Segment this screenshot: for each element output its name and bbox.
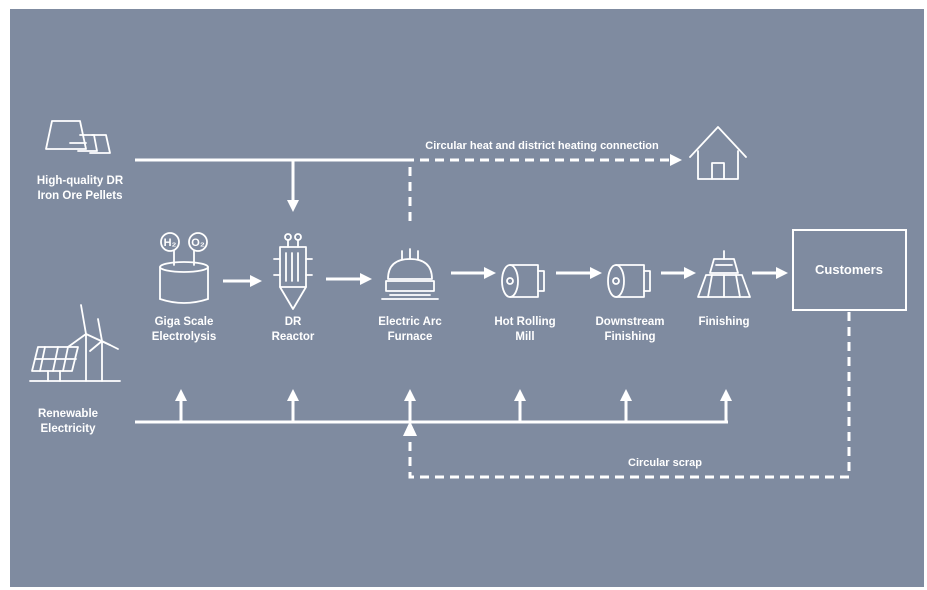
furnace-label-line1: Electric Arc bbox=[378, 316, 442, 328]
scrap-label: Circular scrap bbox=[628, 457, 702, 469]
iron-ore-pellets-icon bbox=[45, 120, 111, 154]
arc-furnace-icon bbox=[381, 248, 439, 300]
hot-rolling-label-line1: Hot Rolling bbox=[494, 316, 555, 328]
heat-connection-label: Circular heat and district heating conne… bbox=[425, 140, 659, 152]
house-icon bbox=[689, 126, 747, 180]
downstream-label-line1: Downstream bbox=[595, 316, 664, 328]
electrolysis-label-line1: Giga Scale bbox=[155, 316, 214, 328]
electrolyzer-tank-icon bbox=[159, 232, 209, 304]
steel-coil-icon bbox=[607, 264, 651, 298]
pellets-label-line1: High-quality DR bbox=[37, 175, 124, 187]
furnace-label-line2: Furnace bbox=[388, 331, 433, 343]
diagram-svg: H₂ O₂ Customer bbox=[29, 120, 907, 479]
oxygen-badge: O₂ bbox=[191, 237, 205, 249]
customers-box bbox=[792, 229, 907, 311]
circular-scrap-dashed-line bbox=[408, 312, 851, 479]
electricity-label-line1: Renewable bbox=[38, 408, 98, 420]
dr-reactor-label-line1: DR bbox=[285, 316, 302, 328]
electricity-label-line2: Electricity bbox=[41, 423, 97, 435]
electrolysis-label-line2: Electrolysis bbox=[152, 331, 217, 343]
pellets-label-line2: Iron Ore Pellets bbox=[37, 190, 122, 202]
customers-label: Customers bbox=[815, 262, 883, 277]
scrap-arrowhead bbox=[403, 421, 417, 436]
dr-reactor-icon bbox=[273, 233, 313, 310]
hot-rolling-label-line2: Mill bbox=[515, 331, 534, 343]
dr-reactor-label-line2: Reactor bbox=[272, 331, 315, 343]
process-diagram: H₂ O₂ Customer bbox=[10, 9, 924, 587]
downstream-label-line2: Finishing bbox=[604, 331, 655, 343]
finishing-press-icon bbox=[697, 250, 751, 298]
steel-coil-icon bbox=[501, 264, 545, 298]
solar-wind-icon bbox=[29, 304, 121, 382]
hydrogen-badge: H₂ bbox=[164, 237, 177, 249]
finishing-label: Finishing bbox=[698, 316, 749, 328]
